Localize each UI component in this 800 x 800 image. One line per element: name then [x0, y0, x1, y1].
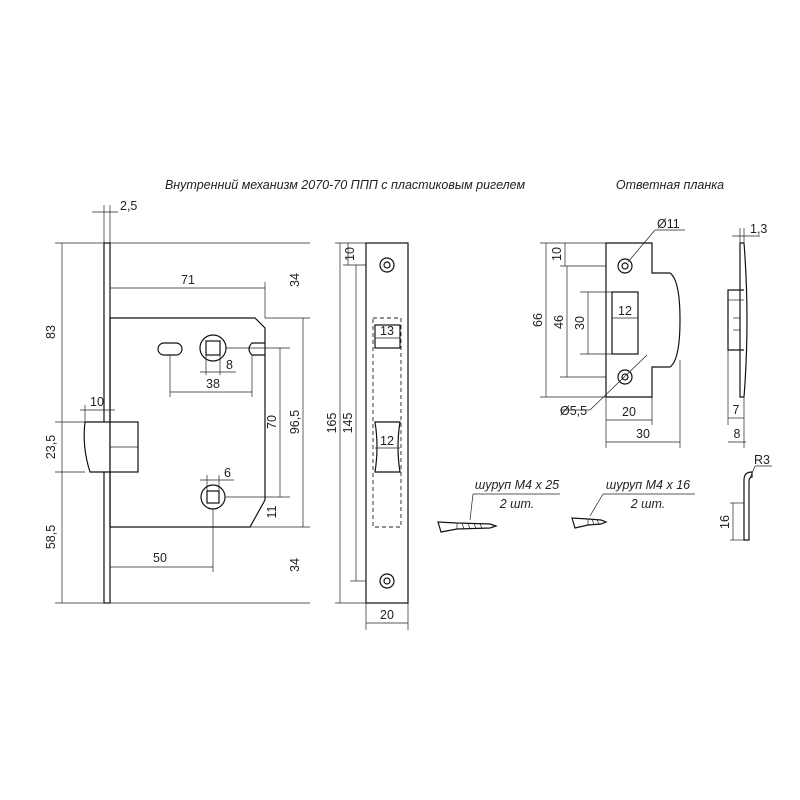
lock-body [109, 317, 266, 528]
screw-short-label: шуруп М4 х 16 [606, 478, 690, 492]
dim-2-5: 2,5 [120, 199, 137, 213]
dim-34-bottom: 34 [288, 558, 302, 572]
dim-30-vertical: 30 [573, 316, 587, 330]
latch-opening [374, 421, 401, 473]
screw-long-label: шуруп М4 х 25 [475, 478, 559, 492]
dim-46: 46 [552, 315, 566, 329]
faceplate-outline [365, 242, 409, 604]
dim-16: 16 [718, 515, 732, 529]
dim-70: 70 [265, 415, 279, 429]
dim-phi11: Ø11 [657, 217, 680, 231]
faceplate-front: 13 12 10 165 145 20 [325, 242, 409, 630]
dim-12-plate: 12 [380, 434, 394, 448]
dim-30-strike: 30 [636, 427, 650, 441]
dim-8: 8 [226, 358, 233, 372]
dim-23-5: 23,5 [44, 435, 58, 459]
screw-short-qty: 2 шт. [630, 497, 666, 511]
dim-13: 13 [380, 324, 394, 338]
dim-34-top: 34 [288, 273, 302, 287]
bracket-detail: 16 R3 [718, 453, 772, 541]
strike-opening [611, 291, 639, 355]
follower-hub-bottom [200, 484, 226, 510]
strike-title: Ответная планка [616, 178, 724, 192]
dim-71: 71 [181, 273, 195, 287]
dim-1-3: 1,3 [750, 222, 767, 236]
dim-83: 83 [44, 325, 58, 339]
dim-96-5: 96,5 [288, 410, 302, 434]
dim-8-side: 8 [734, 427, 741, 441]
lock-mechanism: 2,5 83 23,5 58,5 10 71 8 38 [44, 199, 310, 604]
dim-r3: R3 [754, 453, 770, 467]
dim-12-strike: 12 [618, 304, 632, 318]
dim-6: 6 [224, 466, 231, 480]
dim-66: 66 [531, 313, 545, 327]
screw-short: шуруп М4 х 16 2 шт. [571, 478, 695, 529]
dim-11: 11 [265, 505, 279, 518]
follower-square-bottom [206, 490, 220, 504]
dim-145: 145 [341, 413, 355, 434]
dim-phi5-5: Ø5,5 [560, 404, 587, 418]
dim-58-5: 58,5 [44, 525, 58, 549]
bolt-opening [374, 324, 401, 349]
strike-plate-side: 1,3 7 8 [727, 222, 767, 448]
strike-plate-outline [605, 242, 681, 398]
dim-10: 10 [90, 395, 104, 409]
follower-square-top [205, 340, 221, 356]
dim-10-plate: 10 [343, 247, 357, 261]
mechanism-title: Внутренний механизм 2070-70 ППП с пласти… [165, 178, 526, 192]
latch [83, 421, 111, 473]
dim-20-strike: 20 [622, 405, 636, 419]
dim-20-plate: 20 [380, 608, 394, 622]
dim-50: 50 [153, 551, 167, 565]
screw-long: шуруп М4 х 25 2 шт. [437, 478, 560, 533]
slot-hole [157, 342, 183, 356]
screw-long-qty: 2 шт. [499, 497, 535, 511]
follower-hub-top [199, 334, 227, 362]
dim-10-strike: 10 [550, 247, 564, 261]
dim-38: 38 [206, 377, 220, 391]
strike-plate-front: Ø11 10 66 46 30 12 Ø5,5 20 30 [531, 217, 685, 448]
dim-165: 165 [325, 413, 339, 434]
dim-7: 7 [733, 403, 740, 417]
